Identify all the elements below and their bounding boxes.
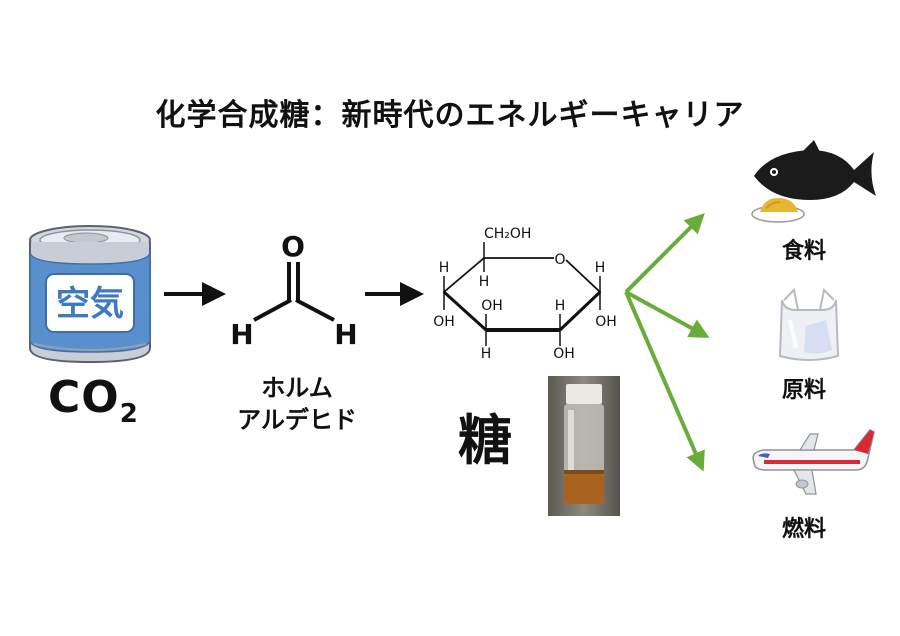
arrow-to-raw-material [625,290,710,338]
glucose-h-c1: H [595,260,606,276]
glucose-structure: CH₂OH O H H H OH OH OH H H OH [433,226,617,362]
glucose-h-c2: H [555,298,566,314]
co2-subscript: 2 [119,399,139,429]
co2-label: CO2 [48,372,139,429]
formaldehyde-label-line2: アルデヒド [237,406,357,434]
formaldehyde-h-right: H [334,318,357,351]
co2-can-illustration: 空気 [29,225,151,364]
fish-icon [751,140,876,223]
sugar-vial-photo [548,376,620,516]
sugar-label: 糖 [458,409,512,472]
glucose-oh-c3: OH [481,298,503,314]
product-label-food: 食料 [782,239,827,264]
formaldehyde-label-line1: ホルム [261,374,333,402]
glucose-oh-c2: OH [553,346,575,362]
glucose-h-c5: H [479,274,490,290]
product-label-raw-material: 原料 [782,378,827,403]
glucose-ch2oh: CH₂OH [484,226,531,242]
glucose-oh-c4: OH [433,314,455,330]
glucose-oh-c1: OH [595,314,617,330]
formaldehyde-o: O [281,230,305,263]
glucose-ring-o: O [554,252,565,268]
can-label: 空気 [56,284,124,324]
formaldehyde-h-left: H [230,318,253,351]
diagram-title: 化学合成糖：新時代のエネルギーキャリア [155,98,745,133]
product-label-fuel: 燃料 [782,517,827,542]
plastic-bag-icon [778,287,840,361]
co2-main: CO [48,372,120,423]
formaldehyde-structure: O H H [230,230,357,351]
arrow-to-fuel [624,291,705,472]
arrow-to-food [624,213,705,294]
glucose-h-c3: H [481,346,492,362]
glucose-h-c4: H [439,260,450,276]
airplane-icon [752,429,875,495]
